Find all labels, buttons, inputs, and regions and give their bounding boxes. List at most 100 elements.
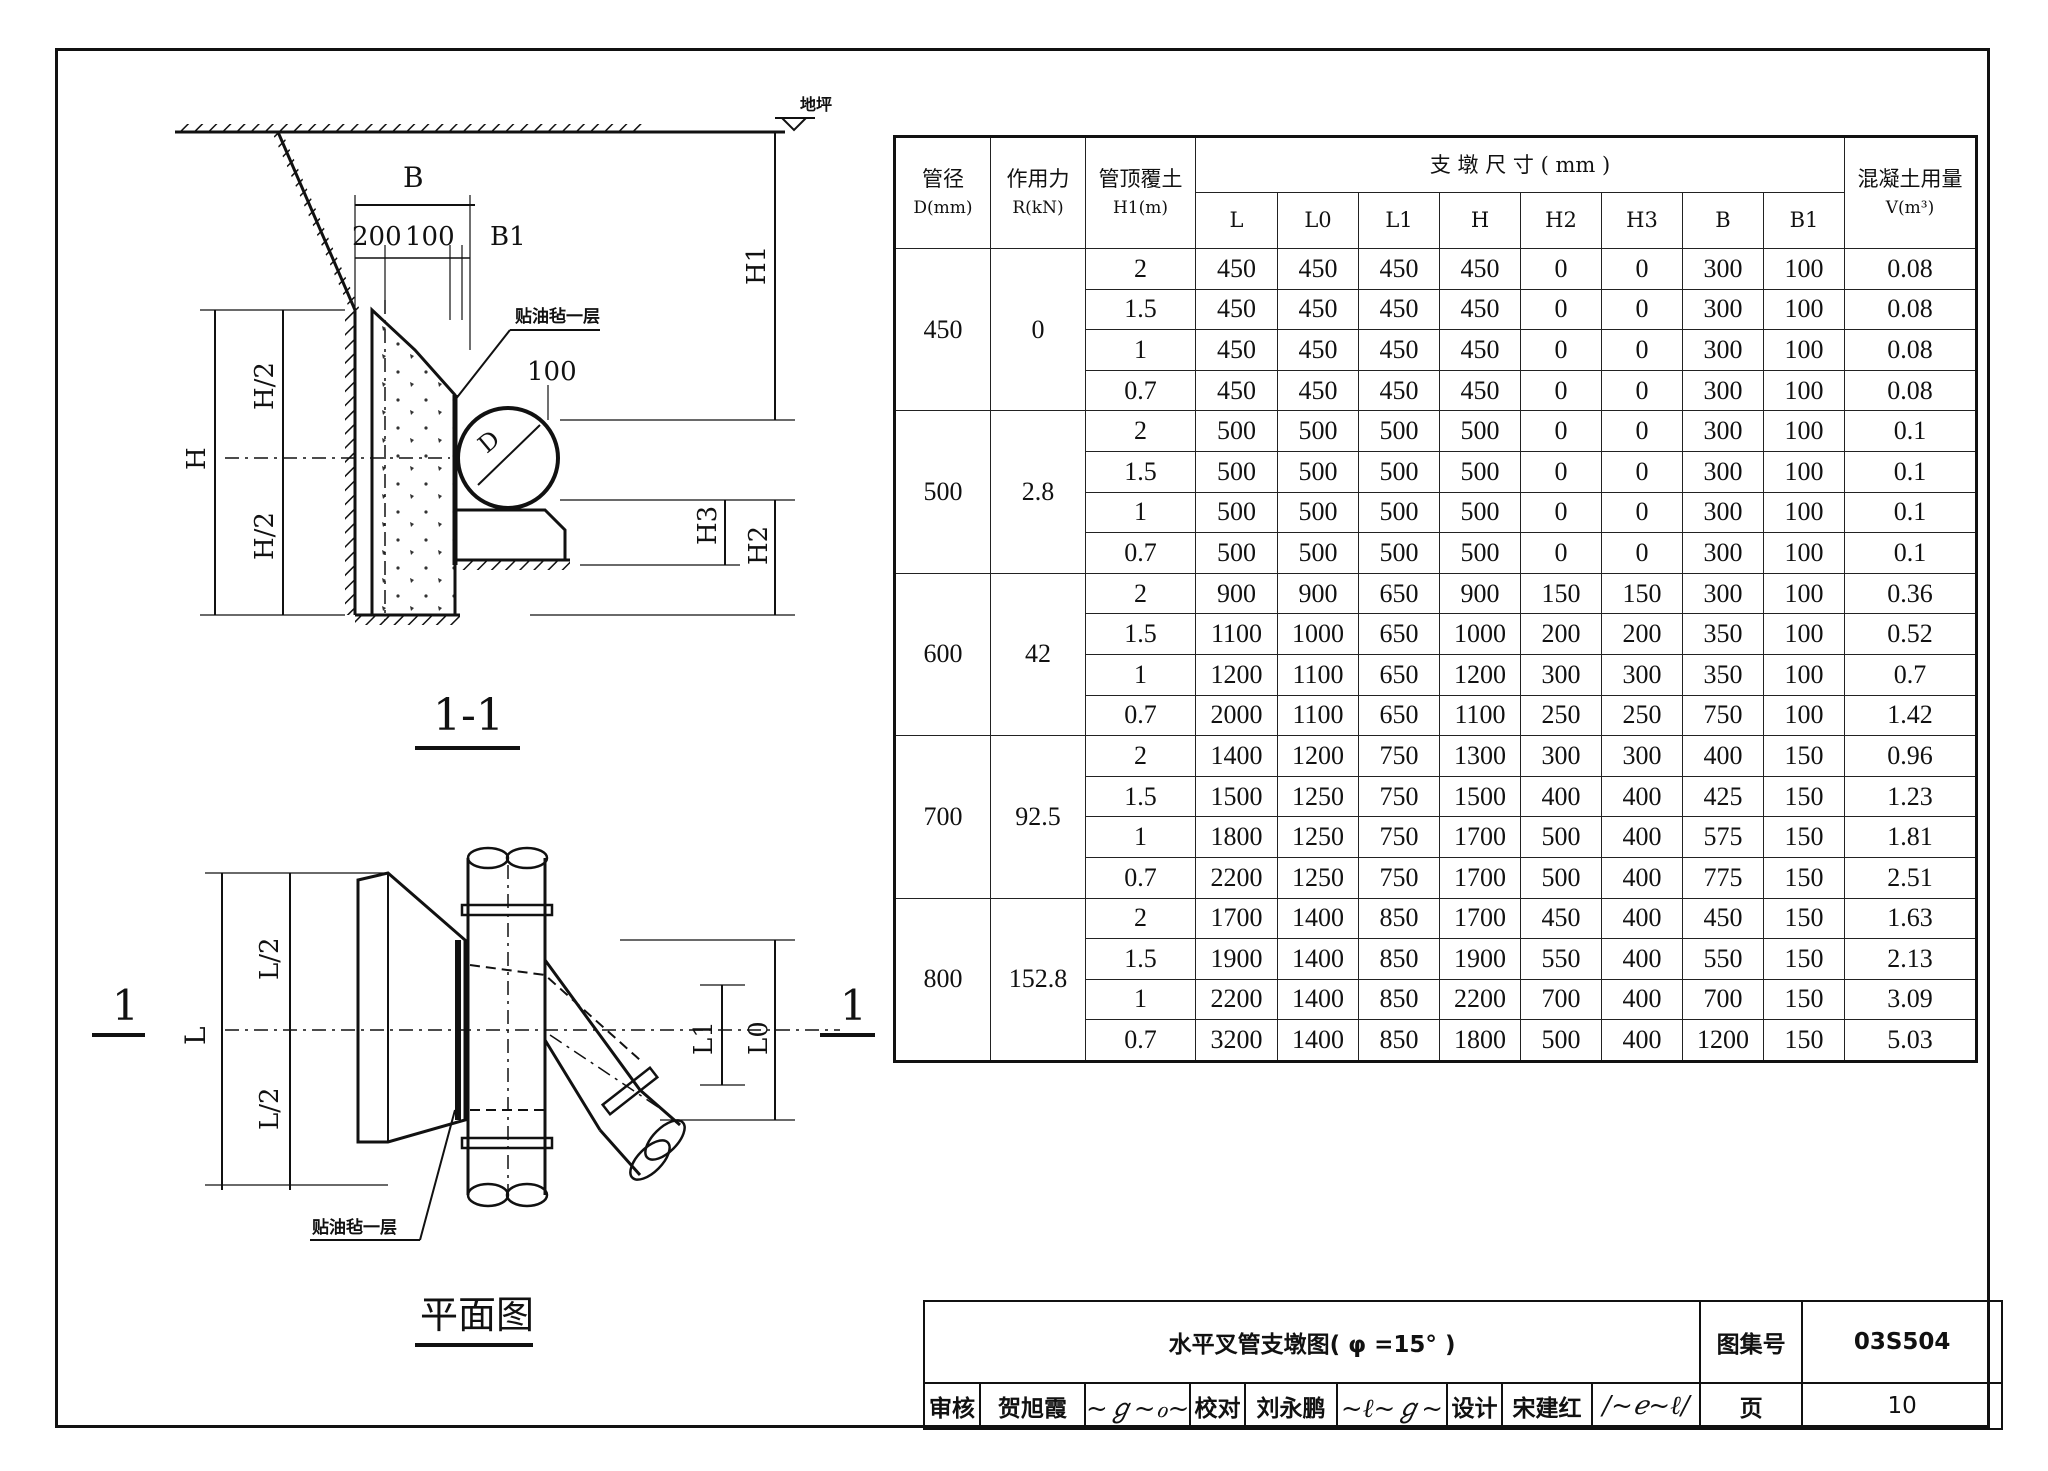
cell-pipe-dia: 800 — [894, 897, 991, 1062]
table-cell: 900 — [1195, 572, 1278, 615]
table-cell: 0.7 — [1085, 694, 1196, 737]
table-cell: 3.09 — [1844, 978, 1978, 1021]
table-cell: 100 — [1762, 613, 1846, 655]
table-cell: 1.63 — [1844, 897, 1978, 940]
check-label: 校对 — [1189, 1382, 1246, 1430]
label-H1: H1 — [742, 246, 772, 285]
checker-name: 刘永鹏 — [1244, 1382, 1338, 1430]
table-cell: 2.51 — [1844, 856, 1978, 899]
cell-force: 152.8 — [990, 897, 1086, 1062]
label-L-half-bottom: L/2 — [255, 1087, 285, 1130]
table-cell: 0 — [1520, 248, 1602, 290]
table-cell: 0 — [1520, 450, 1602, 493]
table-cell: 150 — [1762, 1019, 1846, 1062]
table-cell: 1 — [1085, 653, 1196, 696]
table-cell: 400 — [1601, 938, 1683, 980]
table-cell: 0 — [1520, 329, 1602, 371]
table-cell: 1250 — [1277, 775, 1359, 818]
table-cell: 750 — [1358, 856, 1440, 899]
table-cell: 2 — [1085, 410, 1196, 452]
table-cell: 3200 — [1195, 1019, 1278, 1062]
table-cell: 2000 — [1195, 694, 1278, 737]
table-cell: 1900 — [1439, 938, 1521, 980]
table-cell: 450 — [1277, 288, 1359, 331]
table-cell: 1200 — [1277, 735, 1359, 777]
table-cell: 500 — [1520, 816, 1602, 858]
table-cell: 500 — [1439, 450, 1521, 493]
table-cell: 500 — [1439, 532, 1521, 574]
label-L1: L1 — [689, 1021, 719, 1055]
table-cell: 100 — [1762, 653, 1846, 696]
table-cell: 850 — [1358, 1019, 1440, 1062]
table-cell: 450 — [1277, 369, 1359, 412]
table-cell: 100 — [1762, 694, 1846, 737]
drawing-title: 水平叉管支墩图( φ =15° ) — [922, 1300, 1702, 1384]
table-cell: 500 — [1195, 410, 1278, 452]
table-cell: 300 — [1682, 288, 1764, 331]
plan-labels: L L/2 L/2 L1 L0 1 1 贴油毡一层 平面图 — [112, 937, 867, 1337]
table-cell: 450 — [1682, 897, 1764, 940]
table-cell: 0.08 — [1844, 248, 1978, 290]
table-cell: 1.5 — [1085, 775, 1196, 818]
table-cell: 450 — [1195, 329, 1278, 371]
table-cell: 1200 — [1682, 1019, 1764, 1062]
table-cell: 300 — [1682, 532, 1764, 574]
cell-pipe-dia: 450 — [894, 247, 991, 412]
table-cell: 300 — [1601, 735, 1683, 777]
table-cell: 300 — [1682, 491, 1764, 534]
label-L-half-top: L/2 — [255, 937, 285, 980]
table-cell: 1200 — [1195, 653, 1278, 696]
table-cell: 400 — [1601, 1019, 1683, 1062]
header-col-L: L — [1195, 192, 1278, 249]
table-cell: 350 — [1682, 653, 1764, 696]
label-200: 200 — [352, 222, 402, 252]
table-cell: 550 — [1682, 938, 1764, 980]
table-cell: 450 — [1358, 288, 1440, 331]
table-cell: 200 — [1520, 613, 1602, 655]
table-cell: 500 — [1358, 491, 1440, 534]
table-cell: 250 — [1601, 694, 1683, 737]
cell-pipe-dia: 500 — [894, 410, 991, 574]
designer-signature: /~ℯ~ℓ/ — [1590, 1382, 1702, 1430]
title-block: 水平叉管支墩图( φ =15° ) 图集号 03S504 审核 贺旭霞 ~ℊ~ℴ… — [922, 1300, 2004, 1430]
header-col-H3: H3 — [1601, 192, 1683, 249]
table-cell: 450 — [1358, 369, 1440, 412]
table-cell: 1800 — [1439, 1019, 1521, 1062]
table-cell: 1000 — [1277, 613, 1359, 655]
label-D: D — [473, 425, 506, 459]
table-cell: 1 — [1085, 816, 1196, 858]
table-cell: 100 — [1762, 288, 1846, 331]
table-cell: 0.52 — [1844, 613, 1978, 655]
table-cell: 300 — [1520, 653, 1602, 696]
plan-title: 平面图 — [420, 1293, 534, 1337]
table-cell: 150 — [1762, 816, 1846, 858]
table-cell: 150 — [1762, 938, 1846, 980]
table-cell: 0.1 — [1844, 491, 1978, 534]
label-liner-plan: 贴油毡一层 — [312, 1217, 397, 1238]
table-cell: 1100 — [1195, 613, 1278, 655]
table-cell: 0.08 — [1844, 329, 1978, 371]
table-cell: 900 — [1277, 572, 1359, 615]
review-label: 审核 — [923, 1382, 981, 1430]
table-cell: 500 — [1277, 410, 1359, 452]
main-pipe — [466, 858, 547, 1195]
table-cell: 150 — [1762, 775, 1846, 818]
table-cell: 700 — [1520, 978, 1602, 1021]
table-cell: 1200 — [1439, 653, 1521, 696]
cell-force: 42 — [990, 572, 1086, 737]
table-cell: 450 — [1439, 248, 1521, 290]
table-cell: 100 — [1762, 248, 1846, 290]
table-cell: 500 — [1195, 491, 1278, 534]
table-cell: 1100 — [1439, 694, 1521, 737]
table-cell: 1900 — [1195, 938, 1278, 980]
table-cell: 100 — [1762, 491, 1846, 534]
